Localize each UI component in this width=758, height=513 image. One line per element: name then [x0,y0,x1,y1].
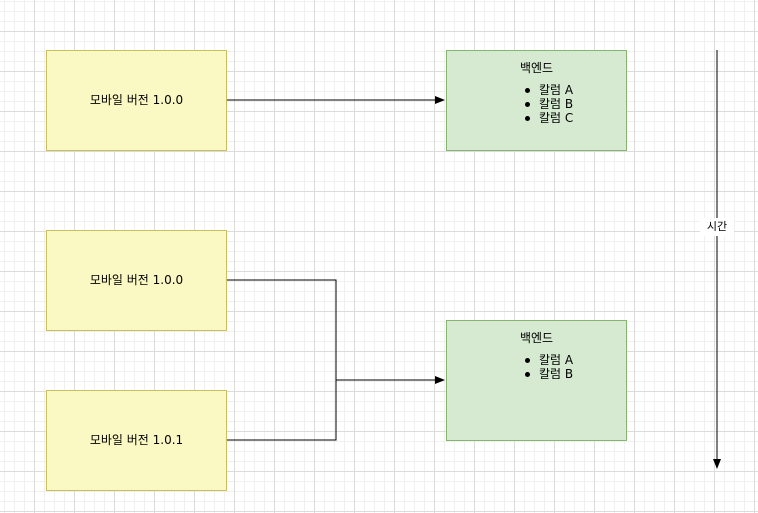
list-item: 칼럼 B [524,97,574,111]
list-item: 칼럼 B [524,367,574,381]
bottom-backend-box[interactable]: 백엔드 칼럼 A 칼럼 B [446,320,627,441]
bottom-backend-column-list: 칼럼 A 칼럼 B [524,353,574,381]
bottom-mobile-box-1[interactable]: 모바일 버전 1.0.0 [46,230,227,331]
bottom-mobile-label-1: 모바일 버전 1.0.0 [89,273,184,287]
bottom-mobile-label-2: 모바일 버전 1.0.1 [89,433,184,447]
top-backend-box[interactable]: 백엔드 칼럼 A 칼럼 B 칼럼 C [446,50,627,151]
list-item: 칼럼 A [524,353,574,367]
list-item: 칼럼 A [524,83,574,97]
top-mobile-box[interactable]: 모바일 버전 1.0.0 [46,50,227,151]
list-item: 칼럼 C [524,111,574,125]
top-backend-title: 백엔드 [519,61,554,75]
bottom-mobile-box-2[interactable]: 모바일 버전 1.0.1 [46,390,227,491]
top-mobile-label: 모바일 버전 1.0.0 [89,93,184,107]
bottom-connector-from-mobile-1 [227,279,337,380]
bottom-connector-from-mobile-2 [227,380,337,441]
top-backend-column-list: 칼럼 A 칼럼 B 칼럼 C [524,83,574,125]
time-axis-label: 시간 [700,218,734,236]
bottom-backend-title: 백엔드 [519,331,554,345]
